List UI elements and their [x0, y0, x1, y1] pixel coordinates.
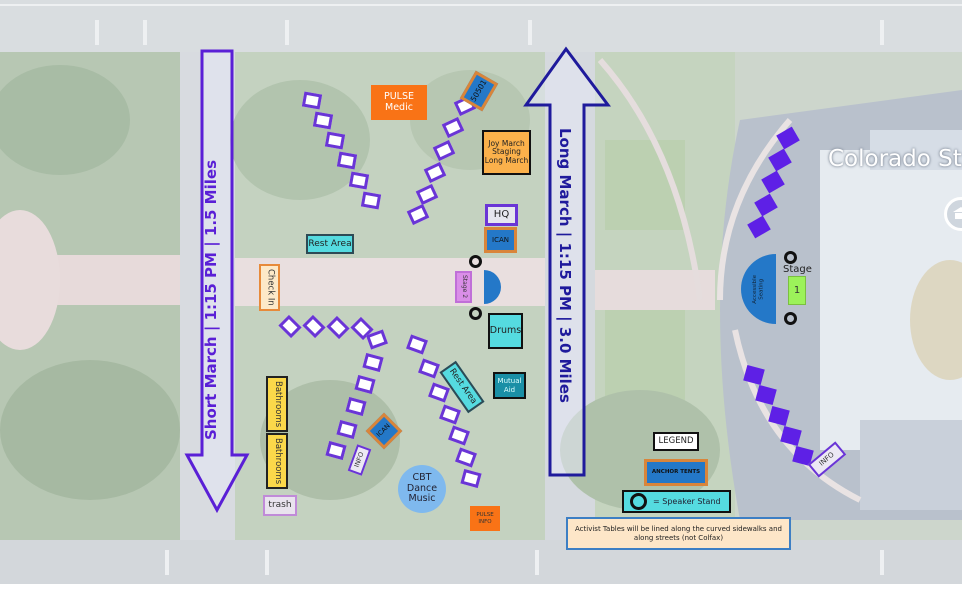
sosoi-label: 50501: [468, 78, 489, 104]
hq-tent[interactable]: HQ: [485, 204, 518, 226]
check-in-label: Check In: [265, 269, 276, 306]
legend-anchor-tents: ANCHOR TENTS: [644, 459, 708, 486]
speaker-stand[interactable]: [469, 255, 482, 268]
activist-tables-note: Activist Tables will be lined along the …: [566, 517, 791, 550]
pulse-info-tent[interactable]: PULSE INFO: [470, 506, 500, 531]
activist-table[interactable]: [312, 111, 334, 130]
stage-2[interactable]: Stage 2: [455, 271, 472, 303]
info-left-label: INFO: [352, 451, 366, 469]
building-icon: [953, 207, 962, 219]
rest-area-top[interactable]: Rest Area: [306, 234, 354, 254]
bathrooms-2[interactable]: Bathrooms: [266, 433, 288, 489]
bathrooms-1[interactable]: Bathrooms: [266, 376, 288, 432]
capitol-map-label: Colorado St: [828, 146, 962, 172]
stage-1[interactable]: 1: [788, 276, 806, 305]
bathrooms-2-label: Bathrooms: [272, 437, 283, 485]
long-march-route-arrow[interactable]: [520, 45, 612, 480]
stage-2-half-circle[interactable]: [484, 270, 501, 304]
mutual-aid-tent[interactable]: Mutual Aid: [493, 372, 526, 399]
short-march-route-arrow[interactable]: [170, 48, 250, 523]
ican-anchor-tent-top[interactable]: ICAN: [484, 227, 517, 253]
short-march-route-label: Short March | 1:15 PM | 1.5 Miles: [202, 160, 220, 440]
speaker-stand-legend-label: = Speaker Stand: [653, 497, 721, 506]
activist-table[interactable]: [301, 91, 323, 110]
speaker-stand[interactable]: [784, 312, 797, 325]
drums-area[interactable]: Drums: [488, 313, 523, 349]
legend-title: LEGEND: [653, 432, 699, 451]
landmark-pin-icon[interactable]: [944, 197, 962, 231]
accessible-seating-label: Accessible Seating: [752, 274, 765, 304]
pulse-medic-tent[interactable]: PULSE Medic: [371, 85, 427, 120]
activist-table[interactable]: [324, 131, 346, 150]
stage-2-label: Stage 2: [460, 275, 468, 299]
trash-station[interactable]: trash: [263, 495, 297, 516]
check-in-tent[interactable]: Check In: [259, 264, 280, 311]
stage-1-label: Stage: [783, 264, 812, 275]
speaker-stand[interactable]: [784, 251, 797, 264]
legend-speaker-stand: = Speaker Stand: [622, 490, 731, 513]
speaker-stand[interactable]: [469, 307, 482, 320]
joy-march-staging-area[interactable]: Joy March Staging Long March: [482, 130, 531, 175]
speaker-stand-legend-icon: [630, 493, 647, 510]
activist-table[interactable]: [348, 171, 370, 190]
long-march-route-label: Long March | 1:15 PM | 3.0 Miles: [556, 127, 574, 403]
activist-table[interactable]: [336, 151, 358, 170]
activist-table[interactable]: [360, 191, 382, 210]
bathrooms-1-label: Bathrooms: [272, 380, 283, 428]
cbt-dance-music-area[interactable]: CBT Dance Music: [398, 465, 446, 513]
